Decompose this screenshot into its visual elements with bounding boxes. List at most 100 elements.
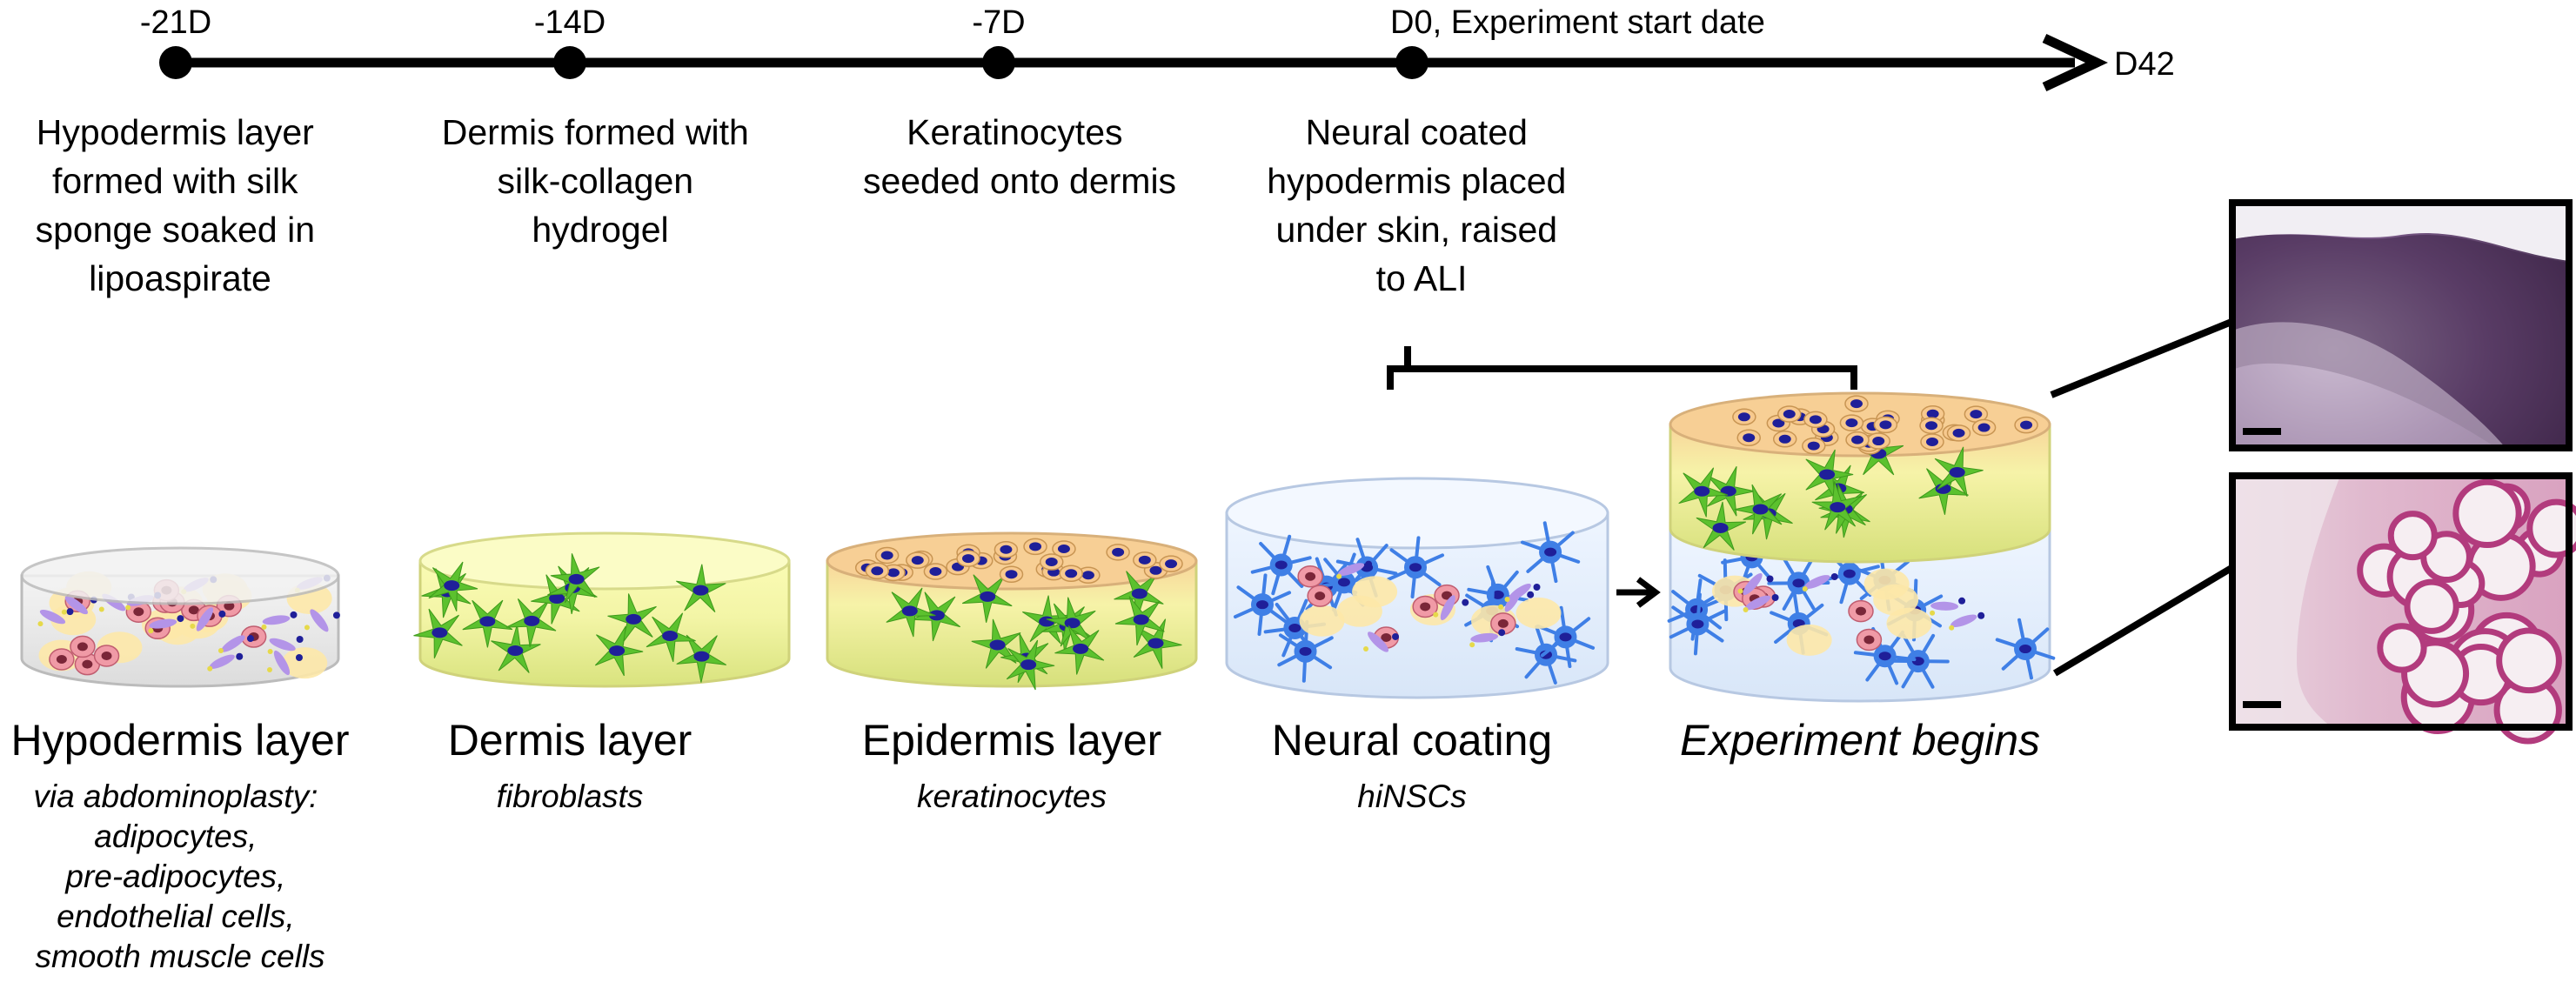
cell-nucleus <box>1819 469 1836 480</box>
endothelial-cell <box>1336 573 1342 579</box>
cell-nucleus <box>1065 569 1078 578</box>
cell-nucleus <box>1299 646 1312 656</box>
smooth-muscle-cell <box>262 615 291 625</box>
smooth-muscle-cell <box>39 610 66 625</box>
adipose-region <box>1886 607 1932 639</box>
endothelial-cell <box>1498 604 1504 610</box>
cell-nucleus <box>1337 578 1350 587</box>
endothelial-cell <box>1363 645 1369 652</box>
endothelial-cell <box>1433 611 1439 618</box>
timeline-dot-minus7 <box>982 46 1015 79</box>
endothelial-cell <box>266 666 272 672</box>
cell-nucleus <box>568 573 585 585</box>
cell-nucleus <box>1462 598 1469 606</box>
endothelial-cell <box>37 621 43 627</box>
endothelial-cell <box>261 624 267 630</box>
cell-nucleus <box>1855 606 1866 616</box>
smooth-muscle-cell <box>1470 632 1499 643</box>
cell-nucleus <box>1737 412 1750 422</box>
cell-nucleus <box>1783 410 1796 419</box>
layer-sub-hypodermis: via abdominoplasty: adipocytes, pre-adip… <box>33 779 326 974</box>
connector-line-bottom <box>2052 562 2238 677</box>
cell-nucleus <box>479 616 496 627</box>
cell-nucleus <box>901 605 918 617</box>
cell-nucleus <box>1694 485 1710 497</box>
cell-nucleus <box>295 653 303 661</box>
endothelial-cell <box>1504 597 1510 603</box>
cell-nucleus <box>1288 623 1301 632</box>
cell-nucleus <box>549 593 565 605</box>
cell-nucleus <box>1365 560 1373 568</box>
cell-nucleus <box>1772 418 1785 428</box>
cell-nucleus <box>626 613 642 625</box>
cell-nucleus <box>1533 584 1541 591</box>
cell-nucleus <box>1073 643 1089 654</box>
layer-labels: Hypodermis layer via abdominoplasty: adi… <box>10 716 2040 974</box>
step-text-epidermis: Keratinocytes seeded onto dermis <box>863 112 1176 201</box>
layer-title-hypodermis: Hypodermis layer <box>10 716 349 765</box>
cell-nucleus <box>1752 504 1769 515</box>
cell-nucleus <box>911 556 924 565</box>
smooth-muscle-cell <box>64 596 88 615</box>
smooth-muscle-cell <box>1950 614 1977 627</box>
cell-nucleus <box>236 652 244 660</box>
cell-nucleus <box>1392 632 1400 640</box>
tick-label-minus14: -14D <box>534 4 606 41</box>
cell-nucleus <box>1809 415 1822 424</box>
cell-nucleus <box>1778 434 1791 444</box>
cell-nucleus <box>1712 522 1729 533</box>
cell-nucleus <box>1420 602 1431 611</box>
cell-nucleus <box>1165 559 1178 569</box>
smooth-muscle-cell <box>1803 575 1830 589</box>
cell-nucleus <box>1029 542 1042 551</box>
cell-nucleus <box>1149 565 1162 575</box>
cell-nucleus <box>1005 570 1018 579</box>
cell-nucleus <box>290 611 298 618</box>
cell-nucleus <box>188 605 199 615</box>
smooth-muscle-cell <box>1743 572 1763 596</box>
cell-nucleus <box>1045 558 1058 567</box>
cell-nucleus <box>980 591 996 602</box>
cell-nucleus <box>1872 437 1885 446</box>
cell-nucleus <box>962 554 975 564</box>
cell-nucleus <box>1949 466 1965 478</box>
hypodermis-cylinder <box>20 546 340 688</box>
cell-nucleus <box>1527 591 1535 598</box>
endothelial-cell <box>267 649 273 655</box>
layer-sub-epidermis: keratinocytes <box>917 779 1107 814</box>
step-descriptions: Hypodermis layer formed with silk sponge… <box>36 112 1857 390</box>
cell-nucleus <box>1879 420 1892 430</box>
endothelial-cell <box>148 628 154 634</box>
smooth-muscle-cell <box>1745 595 1771 611</box>
cell-nucleus <box>662 631 679 642</box>
timeline-dot-minus21 <box>159 46 192 79</box>
cell-nucleus <box>1491 590 1504 599</box>
cell-nucleus <box>1442 591 1453 600</box>
cell-nucleus <box>1691 619 1704 629</box>
cell-nucleus <box>1147 638 1164 649</box>
endothelial-cell <box>1949 625 1955 631</box>
histology-fat-cell <box>2377 623 2427 673</box>
cell-nucleus <box>1133 614 1149 625</box>
cell-nucleus <box>1977 423 1991 432</box>
cell-nucleus <box>989 639 1006 651</box>
cell-nucleus <box>296 636 304 644</box>
cell-nucleus <box>1138 555 1151 565</box>
layer-title-neural: Neural coating <box>1272 716 1552 765</box>
cell-nucleus <box>1498 629 1506 637</box>
smooth-muscle-cell <box>221 635 245 652</box>
cell-nucleus <box>1131 588 1147 599</box>
step-text-neural: Neural coated hypodermis placed under sk… <box>1267 112 1576 298</box>
smooth-muscle-cell <box>269 638 296 652</box>
connector-line-top <box>2050 317 2238 398</box>
endothelial-cell <box>61 609 67 615</box>
timeline-dot-d0 <box>1395 46 1429 79</box>
cell-nucleus <box>1112 547 1125 557</box>
cell-nucleus <box>218 610 226 618</box>
cell-nucleus <box>609 645 626 657</box>
cell-nucleus <box>1977 611 1985 619</box>
smooth-muscle-cell <box>1930 601 1959 611</box>
cell-nucleus <box>2020 420 2033 430</box>
endothelial-cell <box>1737 588 1743 594</box>
